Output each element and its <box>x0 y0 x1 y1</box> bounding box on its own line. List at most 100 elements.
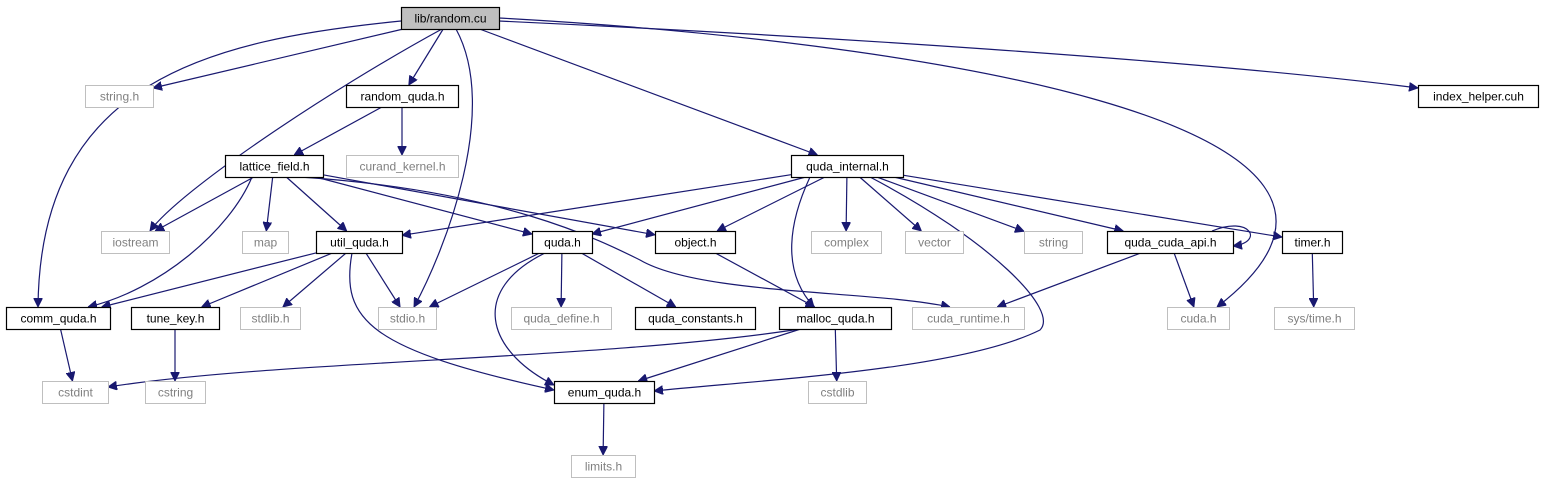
node-box <box>5 306 112 331</box>
node-sys-time-h: sys/time.h <box>1274 307 1355 330</box>
edge-quda-internal-h-to-quda-h <box>592 176 806 234</box>
edge-quda-h-to-quda-constants-h <box>581 252 676 308</box>
edge-random-cu-to-string-h <box>153 28 404 88</box>
node-box <box>912 307 1025 330</box>
node-label: cstdint <box>58 386 93 400</box>
edge-quda-h-to-enum-quda-h <box>494 252 554 386</box>
node-label: quda_internal.h <box>806 160 889 174</box>
node-box <box>42 381 109 404</box>
edge-random-cu-to-random-quda-h <box>409 28 444 85</box>
edge-util-quda-h-to-tune-key-h <box>202 252 333 307</box>
edge-quda-internal-h-to-enum-quda-h <box>654 176 1044 391</box>
edge-quda-internal-h-to-vector <box>859 176 922 231</box>
node-label: tune_key.h <box>147 312 205 326</box>
node-box <box>242 231 289 254</box>
node-complex: complex <box>811 231 882 254</box>
node-iostream: iostream <box>101 231 170 254</box>
edge-quda-internal-h-to-complex <box>846 176 847 231</box>
node-comm-quda-h[interactable]: comm_quda.h <box>5 306 112 331</box>
node-box <box>224 154 325 179</box>
node-label: comm_quda.h <box>20 312 96 326</box>
edge-malloc-quda-h-to-cstdint <box>108 328 801 387</box>
node-box <box>531 230 594 255</box>
node-cuda-runtime-h: cuda_runtime.h <box>912 307 1025 330</box>
node-random-cu[interactable]: lib/random.cu <box>400 6 501 31</box>
node-enum-quda-h[interactable]: enum_quda.h <box>553 380 656 405</box>
node-box <box>315 230 404 255</box>
node-label: quda_constants.h <box>648 312 743 326</box>
node-malloc-quda-h[interactable]: malloc_quda.h <box>778 306 893 331</box>
node-label: cuda_runtime.h <box>927 312 1010 326</box>
edge-random-cu-to-stdio-h <box>413 28 473 307</box>
node-label: lattice_field.h <box>239 160 309 174</box>
edges-layer <box>38 17 1418 455</box>
node-timer-h[interactable]: timer.h <box>1281 230 1344 255</box>
node-util-quda-h[interactable]: util_quda.h <box>315 230 404 255</box>
node-limits-h: limits.h <box>571 455 636 478</box>
edge-lattice-field-h-to-quda-h <box>315 176 532 234</box>
node-label: malloc_quda.h <box>796 312 874 326</box>
node-box <box>511 307 612 330</box>
node-random-quda-h[interactable]: random_quda.h <box>345 84 460 109</box>
edge-quda-internal-h-to-malloc-quda-h <box>791 176 814 307</box>
node-label: string.h <box>100 90 139 104</box>
node-quda-internal-h[interactable]: quda_internal.h <box>790 154 905 179</box>
node-index-helper-cuh[interactable]: index_helper.cuh <box>1417 84 1540 109</box>
edge-quda-internal-h-to-string <box>876 176 1024 231</box>
node-map: map <box>242 231 289 254</box>
node-box <box>240 307 301 330</box>
node-quda-constants-h[interactable]: quda_constants.h <box>634 306 757 331</box>
edge-lattice-field-h-to-map <box>266 176 274 231</box>
node-stdio-h: stdio.h <box>378 307 437 330</box>
edge-quda-h-to-stdio-h <box>429 252 540 308</box>
node-cstdlib: cstdlib <box>808 381 867 404</box>
node-string-h: string.h <box>85 85 154 108</box>
node-box <box>553 380 656 405</box>
edge-util-quda-h-to-stdlib-h <box>283 252 347 307</box>
node-quda-h[interactable]: quda.h <box>531 230 594 255</box>
node-box <box>1024 231 1083 254</box>
node-box <box>790 154 905 179</box>
node-label: cuda.h <box>1180 312 1216 326</box>
node-box <box>101 231 170 254</box>
node-label: string <box>1039 236 1068 250</box>
node-lattice-field-h[interactable]: lattice_field.h <box>224 154 325 179</box>
node-box <box>571 455 636 478</box>
node-label: vector <box>918 236 951 250</box>
node-label: map <box>254 236 278 250</box>
node-quda-cuda-api-h[interactable]: quda_cuda_api.h <box>1106 230 1235 255</box>
node-cstring: cstring <box>145 381 206 404</box>
edge-quda-cuda-api-h-to-cuda-runtime-h <box>997 252 1142 307</box>
node-box <box>130 306 221 331</box>
node-box <box>778 306 893 331</box>
node-label: random_quda.h <box>360 90 444 104</box>
node-curand-kernel-h: curand_kernel.h <box>346 155 459 178</box>
edge-quda-internal-h-to-util-quda-h <box>402 174 792 236</box>
node-label: stdio.h <box>390 312 425 326</box>
node-cuda-h: cuda.h <box>1167 307 1230 330</box>
node-label: util_quda.h <box>330 236 389 250</box>
node-tune-key-h[interactable]: tune_key.h <box>130 306 221 331</box>
node-label: quda_define.h <box>523 312 599 326</box>
node-label: iostream <box>112 236 158 250</box>
node-box <box>378 307 437 330</box>
node-quda-define-h: quda_define.h <box>511 307 612 330</box>
edge-quda-h-to-quda-define-h <box>561 252 562 307</box>
node-box <box>85 85 154 108</box>
edge-random-cu-to-cuda-h <box>498 17 1277 307</box>
edge-quda-internal-h-to-quda-cuda-api-h <box>893 176 1124 231</box>
node-box <box>905 231 964 254</box>
edge-util-quda-h-to-enum-quda-h <box>349 252 554 390</box>
node-object-h[interactable]: object.h <box>654 230 737 255</box>
node-box <box>1417 84 1540 109</box>
edge-quda-cuda-api-h-to-cuda-h <box>1173 252 1194 307</box>
node-string: string <box>1024 231 1083 254</box>
edge-quda-internal-h-to-timer-h <box>902 174 1282 237</box>
node-label: enum_quda.h <box>568 386 641 400</box>
edge-object-h-to-malloc-quda-h <box>715 252 814 308</box>
node-box <box>1167 307 1230 330</box>
node-label: lib/random.cu <box>414 12 486 26</box>
edge-lattice-field-h-to-cuda-runtime-h <box>299 176 950 307</box>
node-label: limits.h <box>585 460 622 474</box>
edge-malloc-quda-h-to-cstdlib <box>835 328 836 381</box>
